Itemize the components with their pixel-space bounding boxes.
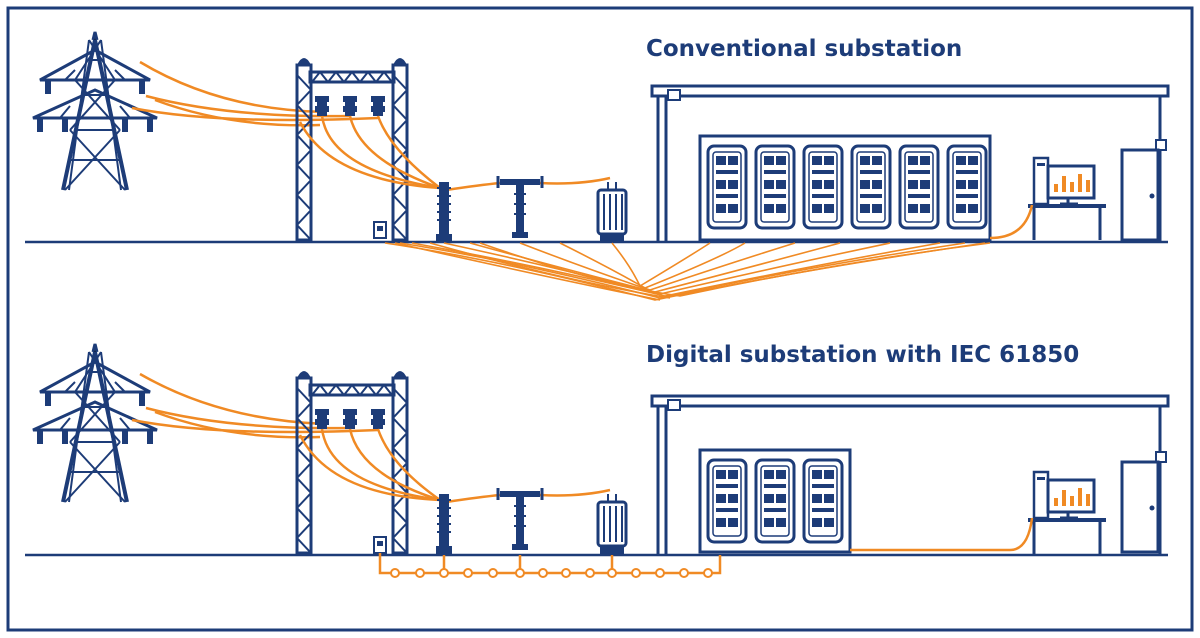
- digital-panel: [25, 342, 1170, 578]
- busbar-connections: [298, 115, 611, 192]
- gantry-icon: [295, 56, 409, 242]
- bus-nodes: [390, 568, 713, 578]
- gantry-icon: [295, 369, 409, 555]
- station-link: [989, 204, 1034, 240]
- copper-wiring: [384, 242, 991, 301]
- panel-title-digital: Digital substation with IEC 61850: [646, 342, 1080, 368]
- control-building: [650, 84, 1170, 242]
- conventional-panel: [25, 30, 1170, 301]
- overhead-lines: [131, 60, 379, 127]
- station-bus: [850, 517, 1034, 552]
- process-bus: [378, 553, 722, 578]
- control-building: [650, 394, 1170, 556]
- panel-title-conventional: Conventional substation: [646, 36, 963, 62]
- overhead-lines: [131, 372, 379, 439]
- busbar-connections: [298, 428, 611, 504]
- outer-frame: [6, 6, 1194, 632]
